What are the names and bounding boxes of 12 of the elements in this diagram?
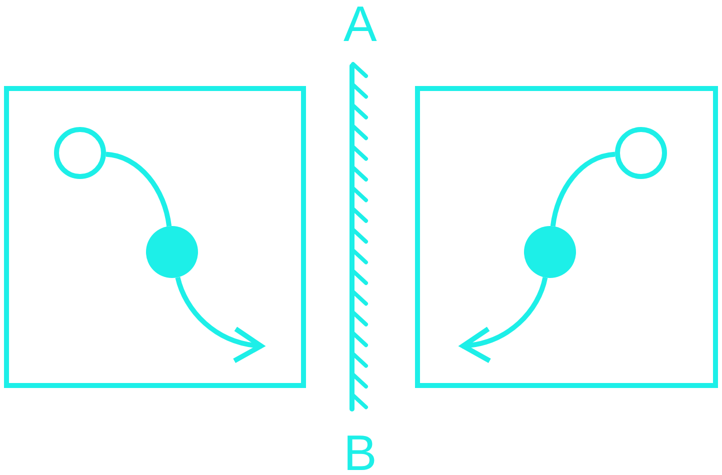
point-label: A bbox=[344, 3, 377, 46]
square-frame bbox=[415, 86, 718, 388]
curved-arrow bbox=[175, 276, 264, 362]
curved-line bbox=[106, 152, 172, 227]
solid-circle bbox=[146, 226, 198, 278]
hollow-circle bbox=[615, 127, 667, 179]
curved-arrow bbox=[460, 276, 548, 362]
solid-circle bbox=[524, 226, 576, 278]
square-frame bbox=[4, 86, 306, 388]
hollow-circle bbox=[54, 127, 106, 179]
point-label: B bbox=[344, 432, 377, 474]
curved-line bbox=[550, 152, 616, 227]
